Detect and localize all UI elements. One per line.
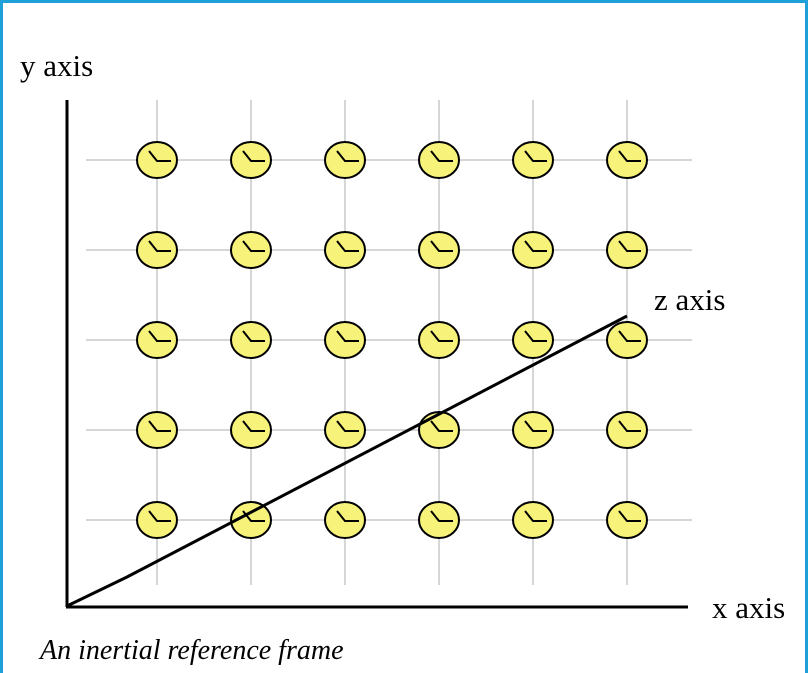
clock-icon <box>136 141 178 179</box>
clock-icon <box>512 411 554 449</box>
clock-icon <box>324 411 366 449</box>
axes <box>65 100 688 609</box>
y-axis-label: y axis <box>20 48 94 83</box>
clock-grid <box>136 141 648 539</box>
clock-icon <box>136 501 178 539</box>
clock-icon <box>324 501 366 539</box>
z-axis-label: z axis <box>654 282 726 317</box>
x-axis-label: x axis <box>712 590 786 625</box>
clock-icon <box>512 231 554 269</box>
clock-icon <box>136 411 178 449</box>
clock-icon <box>324 141 366 179</box>
clock-icon <box>324 231 366 269</box>
clock-icon <box>230 141 272 179</box>
clock-icon <box>606 141 648 179</box>
clock-icon <box>136 231 178 269</box>
clock-icon <box>606 501 648 539</box>
clock-icon <box>512 321 554 359</box>
clock-icon <box>418 231 460 269</box>
clock-icon <box>136 321 178 359</box>
clock-icon <box>418 411 460 449</box>
z-axis-line <box>66 314 628 608</box>
clock-icon <box>512 141 554 179</box>
figure-caption: An inertial reference frame <box>40 635 344 666</box>
clock-icon <box>230 411 272 449</box>
clock-icon <box>418 501 460 539</box>
clock-icon <box>230 231 272 269</box>
clock-icon <box>324 321 366 359</box>
clock-icon <box>230 321 272 359</box>
clock-icon <box>512 501 554 539</box>
clock-icon <box>606 411 648 449</box>
clock-icon <box>418 141 460 179</box>
clock-icon <box>606 321 648 359</box>
clock-icon <box>418 321 460 359</box>
clock-icon <box>606 231 648 269</box>
